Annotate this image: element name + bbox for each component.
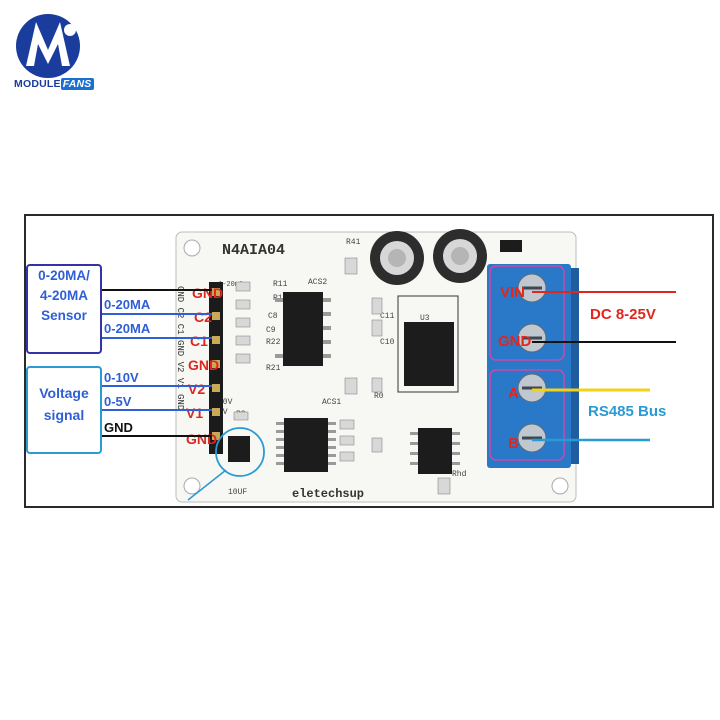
power-label: DC 8-25V [590,306,656,323]
terminal-label: A [508,385,519,402]
mount-hole [183,239,201,257]
bus-label: RS485 Bus [588,403,667,420]
pin-side-text: GND C2 C1 GND V2 V1 GND [175,286,185,410]
wire-label-gnd: GND [104,420,133,435]
sensor-line: 0-20MA/ [38,268,90,283]
silk-label: C9 [266,326,276,335]
bus-group-outline [489,369,565,461]
pin-label: GND [188,357,219,373]
pin-label: GND [186,431,217,447]
wire-label-c2: 0-20MA [104,297,151,312]
voltage-box: Voltage signal [26,366,102,454]
highlight-circle [215,427,265,477]
silk-label: C8 [268,312,278,321]
silk-label: C10 [380,338,395,347]
pin-label: V1 [186,405,203,421]
logo-text-main: MODULE [14,78,61,90]
silk-label: ACS1 [322,398,341,407]
silk-label: R21 [266,364,281,373]
pin-label: V2 [188,381,205,397]
silk-label: R0 [374,392,384,401]
silk-label: R41 [346,238,361,247]
pin-label: GND [192,285,223,301]
logo-text-accent: FANS [60,78,94,90]
silk-label: 10V [218,398,233,407]
terminal-label: B [508,435,519,452]
terminal-block [487,264,579,468]
mount-hole [551,477,569,495]
sensor-line: 4-20MA [39,288,88,303]
power-group-outline [489,265,565,361]
voltage-line: signal [43,407,85,423]
right-wires [532,291,676,442]
board-model: N4AIA04 [222,242,285,259]
pin-label: C2 [194,309,212,325]
terminal-label: VIN [500,284,525,301]
voltage-line: Voltage [39,385,89,401]
left-wires [98,289,212,437]
silk-label: C11 [380,312,395,321]
silk-label: 10UF [228,488,247,497]
mount-hole [183,477,201,495]
wire-label-v2: 0-10V [104,370,139,385]
electrolytic-capacitors [370,229,487,285]
sensor-line: Sensor [41,308,87,323]
pin-header [209,282,223,454]
ic-chips [228,292,460,474]
silk-label: 1-20mA [218,281,244,289]
smd-parts [233,257,451,495]
silk-label: Rhd [452,470,467,479]
highlight-pointer [187,469,227,501]
sensor-box: 0-20MA/ 4-20MA Sensor [26,264,102,354]
terminal-label: GND [498,333,532,350]
silk-label: U3 [420,314,430,323]
logo-emblem-icon [16,14,80,78]
wire-label-c1: 0-20MA [104,321,151,336]
silk-label: R22 [266,338,281,347]
board-brand: eletechsup [292,487,364,501]
wire-label-v1: 0-5V [104,394,132,409]
silk-label: R11 [273,280,288,289]
diode [500,240,522,252]
silk-label: ACS2 [308,278,327,287]
pin-label: C1 [190,333,208,349]
small-ic [228,436,250,462]
